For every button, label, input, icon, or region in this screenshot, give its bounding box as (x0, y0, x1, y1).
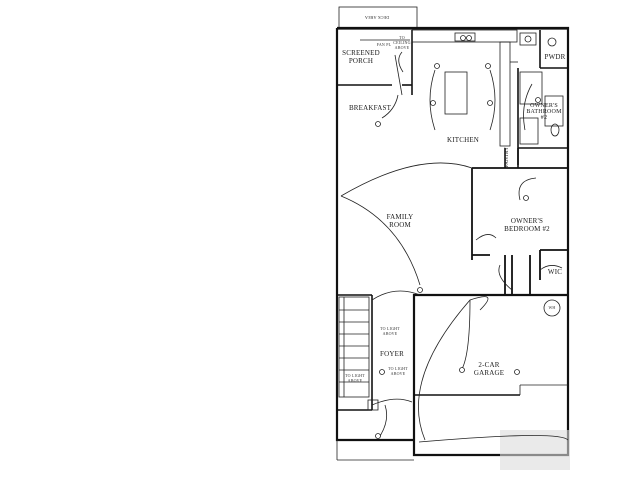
kitchen-label: KITCHEN (446, 136, 480, 144)
powder-room (539, 30, 568, 69)
kitchen-counters (411, 29, 537, 147)
owners-bathroom-label: OWNER'S BATHROOM #2 (526, 103, 562, 121)
deck-label: DECK AREA (364, 15, 390, 20)
interior-walls (471, 167, 568, 295)
stairs (337, 294, 373, 410)
pantry-label: PANTRY (505, 146, 510, 168)
screened-porch-label: SCREENED PORCH (342, 49, 380, 65)
breakfast-label: BREAKFAST (348, 104, 392, 112)
porch-walls (337, 30, 413, 96)
light-note-1: TO LIGHT ABOVE (380, 326, 400, 336)
wic-label: WIC (547, 268, 563, 276)
family-room-label: FAMILY ROOM (386, 213, 414, 229)
electrical-runs (379, 69, 569, 443)
door-swings (340, 51, 563, 406)
water-heater-label: WH (548, 305, 556, 310)
pwdr-label: PWDR (544, 53, 566, 61)
fan-note: FAN PL (376, 42, 392, 47)
garage-label: 2-CAR GARAGE (473, 361, 505, 377)
light-note-3: TO LIGHT ABOVE (345, 373, 365, 383)
light-note-2: TO LIGHT ABOVE (388, 366, 408, 376)
pantry-walls (504, 148, 519, 168)
foyer-walls (336, 399, 414, 461)
owners-bedroom-label: OWNER'S BEDROOM #2 (504, 217, 550, 233)
light-fixtures (375, 63, 541, 439)
foyer-label: FOYER (380, 350, 404, 358)
ceiling-note: TO CEILING ABOVE (393, 35, 411, 50)
garage-details (414, 299, 570, 470)
